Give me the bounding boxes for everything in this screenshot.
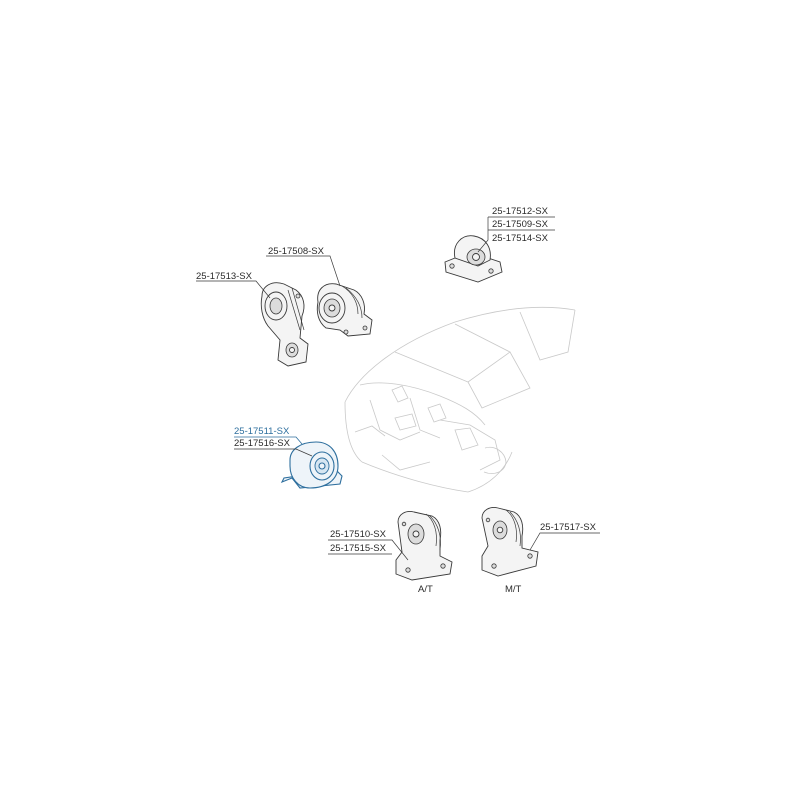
label-mt: M/T xyxy=(505,584,522,595)
mount-mt xyxy=(481,507,539,577)
mount-17511-highlighted xyxy=(280,441,343,489)
mount-top-right xyxy=(444,235,503,283)
mount-at xyxy=(395,511,453,581)
label-25-17512-sx: 25-17512-SX xyxy=(492,206,549,217)
car-outline xyxy=(344,306,576,493)
label-25-17515-sx: 25-17515-SX xyxy=(330,543,387,554)
label-25-17508-sx: 25-17508-SX xyxy=(268,246,325,257)
label-25-17510-sx: 25-17510-SX xyxy=(330,529,387,540)
leader-lines xyxy=(196,216,600,561)
label-25-17514-sx: 25-17514-SX xyxy=(492,233,549,244)
label-25-17513-sx: 25-17513-SX xyxy=(196,271,253,282)
mount-17513 xyxy=(260,282,309,367)
label-25-17511-sx: 25-17511-SX xyxy=(234,426,290,437)
label-25-17516-sx: 25-17516-SX xyxy=(234,438,291,449)
label-at: A/T xyxy=(418,584,433,595)
mount-17508 xyxy=(316,283,373,337)
label-25-17509-sx: 25-17509-SX xyxy=(492,219,549,230)
label-25-17517-sx: 25-17517-SX xyxy=(540,522,597,533)
